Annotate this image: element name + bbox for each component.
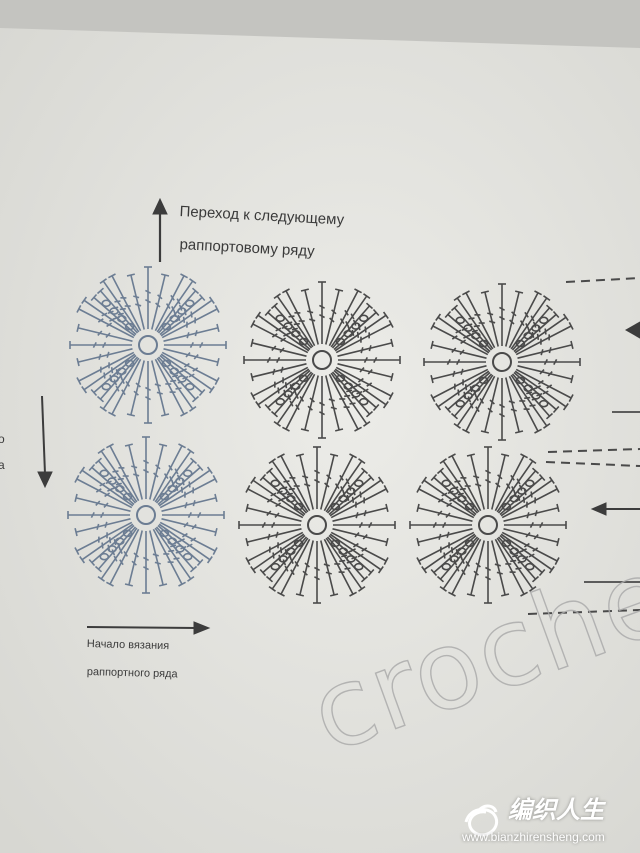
stitch-fan: [69, 278, 140, 412]
left-annotation-fragment: а: [0, 458, 5, 472]
solid-row-lines: [584, 411, 640, 583]
stitch-fan: [250, 533, 384, 604]
stitch-fan: [154, 448, 225, 582]
stitch-fan: [79, 523, 213, 594]
stitch-fan: [243, 293, 314, 427]
crochet-motif: [69, 266, 227, 424]
motif-centre-ring: [307, 515, 327, 535]
motif-centre-ring: [492, 352, 512, 372]
motif-grid: [67, 266, 581, 604]
stitch-fan: [255, 368, 389, 439]
dashed-row-lines: [527, 277, 640, 615]
stitch-fan: [421, 533, 555, 604]
stitch-fan: [435, 370, 569, 441]
motif-centre-ring: [478, 515, 498, 535]
bottom-annotation-line1: Начало вязания: [86, 638, 170, 653]
left-arrow-icon: [590, 502, 607, 516]
stitch-fan: [423, 295, 494, 429]
crochet-motif: [67, 436, 225, 594]
stitch-fan: [67, 448, 138, 582]
left-annotation-fragment: о: [0, 432, 5, 446]
crochet-motif: [238, 446, 396, 604]
up-arrow-icon: [152, 197, 168, 215]
stitch-fan: [496, 458, 567, 592]
motif-centre-ring: [136, 505, 156, 525]
stitch-fan: [435, 283, 569, 354]
crochet-motif: [243, 281, 401, 439]
motif-centre-ring: [138, 335, 158, 355]
chart-arrows: [37, 197, 640, 635]
stitch-fan: [325, 458, 396, 592]
left-arrow-icon: [624, 321, 640, 339]
stitch-fan: [238, 458, 309, 592]
crochet-motif: [409, 446, 567, 604]
stitch-fan: [250, 446, 384, 517]
stitch-fan: [81, 353, 215, 424]
motif-centre-ring: [312, 350, 332, 370]
stitch-fan: [79, 436, 213, 507]
stitch-fan: [409, 458, 480, 592]
swirl-logo-icon: [464, 804, 499, 837]
bottom-annotation-line2: раппортного ряда: [86, 666, 178, 681]
logo-text: 编织人生: [508, 795, 604, 824]
stitch-fan: [255, 281, 389, 352]
right-arrow-icon: [193, 621, 211, 635]
down-arrow-icon: [37, 471, 53, 489]
logo-url: www.bianzhirensheng.com: [462, 830, 605, 844]
crochet-motif: [423, 283, 581, 441]
